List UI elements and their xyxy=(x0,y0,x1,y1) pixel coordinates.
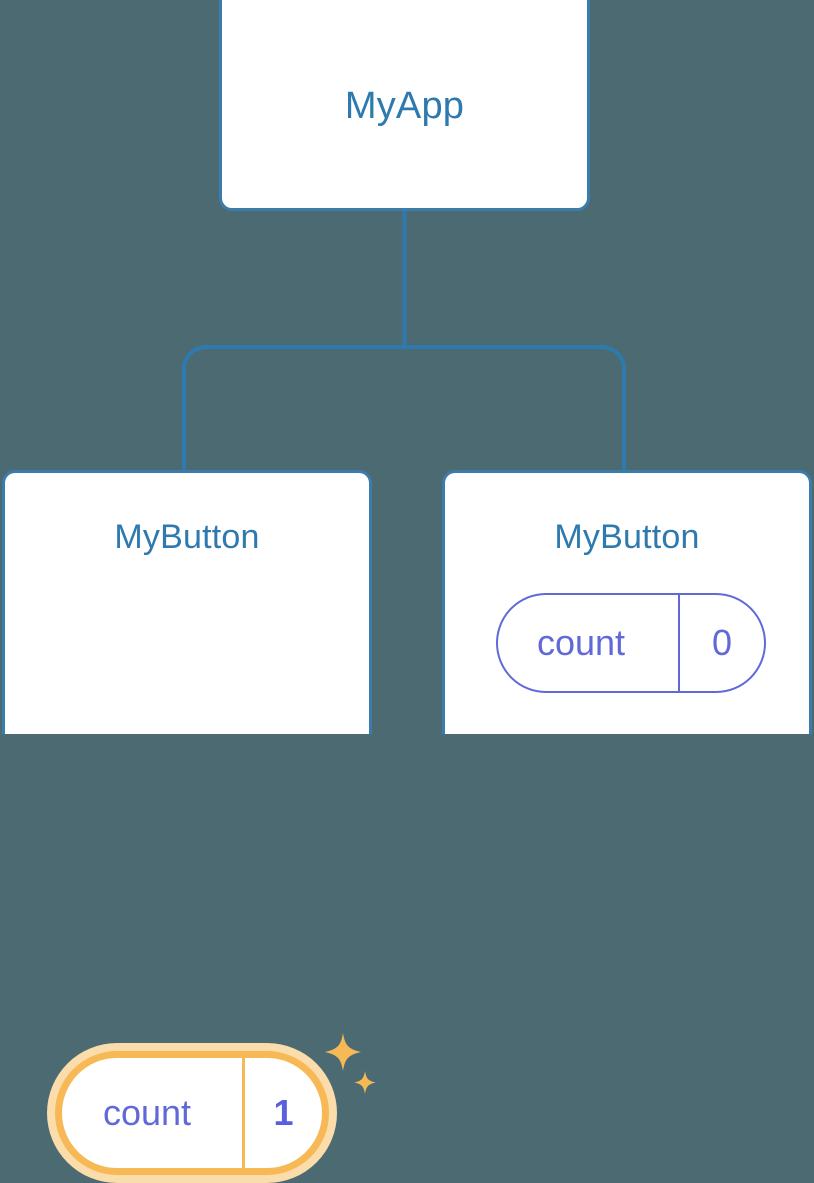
sparkle-large-icon xyxy=(325,1033,361,1071)
state-pill-plain-wrap: count 0 xyxy=(496,593,766,693)
node-mybutton-right-title: MyButton xyxy=(554,518,700,556)
state-pill-plain[interactable]: count 0 xyxy=(496,593,766,693)
state-value-left: 1 xyxy=(242,1058,322,1168)
node-mybutton-left[interactable]: MyButton count 1 xyxy=(2,470,376,1183)
node-myapp-title: MyApp xyxy=(344,85,465,127)
edge-root-to-right-child xyxy=(404,345,626,472)
state-pill-highlight-ring: count 1 xyxy=(55,1051,329,1175)
node-mybutton-right[interactable]: MyButton count 0 xyxy=(442,470,812,734)
state-pill-body: count 1 xyxy=(62,1058,322,1168)
edge-root-to-left-child xyxy=(182,345,405,472)
state-value-right: 0 xyxy=(678,595,764,691)
state-key-right: count xyxy=(536,622,626,663)
node-mybutton-left-title: MyButton xyxy=(114,518,260,556)
sparkle-small-icon xyxy=(354,1071,376,1094)
state-key-left: count xyxy=(102,1092,192,1133)
state-pill-highlighted[interactable]: count 1 xyxy=(47,1043,337,1183)
node-myapp[interactable]: MyApp xyxy=(219,0,590,211)
